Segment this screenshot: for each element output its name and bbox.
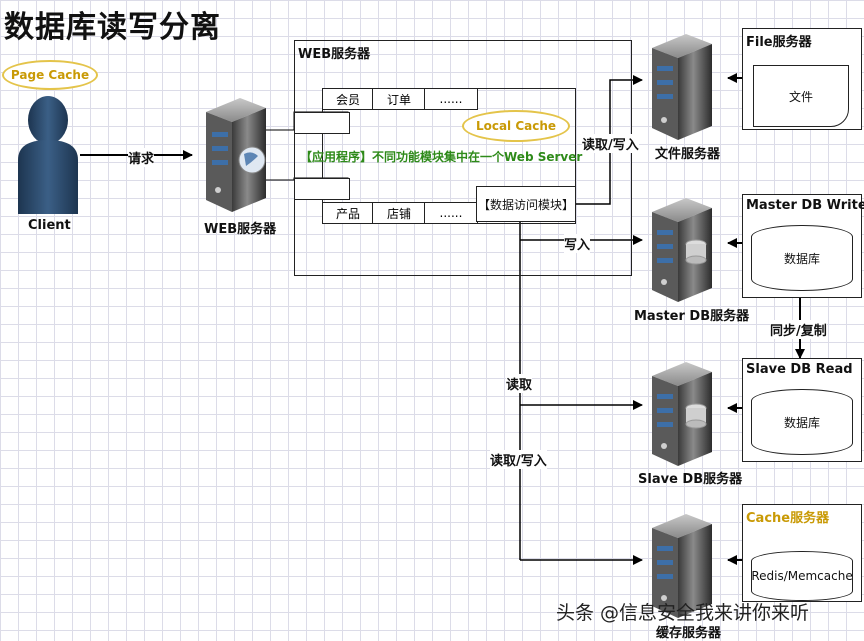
file-server-box: File服务器 文件 [742, 28, 862, 130]
app-description: 【应用程序】不同功能模块集中在一个Web Server [300, 150, 583, 164]
web-server-label: WEB服务器 [204, 222, 277, 237]
slave-db-server-label: Slave DB服务器 [638, 472, 743, 487]
module-more-bottom: ...... [424, 202, 478, 224]
cache-cylinder: Redis/Memcache [751, 551, 853, 601]
edge-label-sync: 同步/复制 [770, 320, 827, 339]
page-title: 数据库读写分离 [4, 10, 221, 45]
file-server-icon [652, 34, 712, 140]
cache-server-label: 缓存服务器 [656, 626, 722, 641]
page-cache-badge: Page Cache [2, 60, 98, 90]
edge-label-read: 读取 [506, 374, 533, 393]
data-access-module: 【数据访问模块】 [476, 186, 576, 222]
master-db-box: Master DB Write 数据库 [742, 194, 864, 298]
master-db-cylinder: 数据库 [751, 225, 853, 291]
module-more-top: ...... [424, 88, 478, 110]
module-member: 会员 [322, 88, 374, 110]
app-stub-bottom [294, 178, 350, 200]
edge-label-write: 写入 [564, 234, 591, 253]
cache-server-box: Cache服务器 Redis/Memcache [742, 504, 862, 602]
module-order: 订单 [372, 88, 426, 110]
cache-server-icon [652, 514, 712, 618]
slave-db-server-icon [652, 362, 712, 466]
local-cache-badge: Local Cache [462, 110, 570, 142]
app-stub-top [294, 112, 350, 134]
slave-db-cylinder: 数据库 [751, 389, 853, 455]
web-box-title: WEB服务器 [298, 47, 371, 62]
master-db-server-icon [652, 198, 712, 302]
module-product: 产品 [322, 202, 374, 224]
edge-label-cache-rw: 读取/写入 [490, 450, 547, 469]
cache-server-box-title: Cache服务器 [746, 511, 830, 526]
web-server-container: WEB服务器 [294, 40, 632, 276]
master-db-server-label: Master DB服务器 [634, 309, 750, 324]
request-label: 请求 [128, 148, 155, 167]
file-server-label: 文件服务器 [655, 147, 721, 162]
web-server-icon [206, 98, 266, 212]
edge-label-file-rw: 读取/写入 [582, 134, 639, 153]
slave-db-box: Slave DB Read 数据库 [742, 358, 862, 462]
watermark: 头条 @信息安全我来讲你来听 [556, 602, 810, 624]
slave-db-box-title: Slave DB Read [746, 362, 853, 377]
file-server-box-title: File服务器 [746, 35, 812, 50]
client-label: Client [28, 218, 71, 233]
module-store: 店铺 [372, 202, 426, 224]
master-db-box-title: Master DB Write [746, 198, 864, 213]
file-document: 文件 [753, 65, 849, 127]
